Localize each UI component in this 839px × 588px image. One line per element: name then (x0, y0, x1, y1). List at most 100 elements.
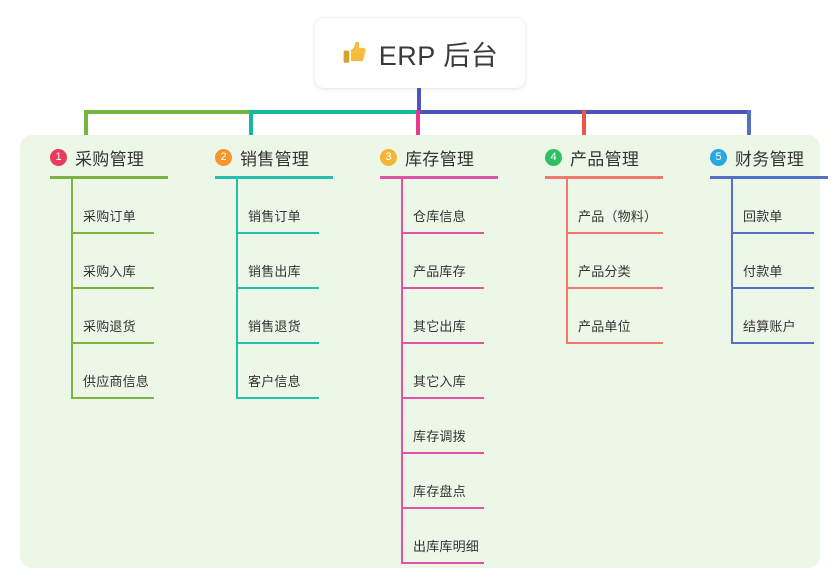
column-rule-1 (50, 176, 168, 179)
leaf-stack-3: 仓库信息产品库存其它出库其它入库库存调拨库存盘点出库库明细 (370, 179, 498, 564)
root-title: ERP 后台 (378, 40, 499, 71)
leaf-item[interactable]: 产品分类 (535, 234, 663, 289)
column-badge-5: 5 (710, 148, 727, 166)
column-badge-1: 1 (50, 148, 67, 166)
leaf-item-rule (401, 452, 484, 454)
column-4: 4 产品管理产品（物料） 产品分类产品单位 (535, 144, 663, 344)
leaf-item-label: 采购入库 (83, 264, 136, 279)
leaf-item-rule (401, 287, 484, 289)
leaf-item-rule (731, 342, 814, 344)
leaf-item-rule (236, 397, 319, 399)
leaf-spine-5 (731, 179, 733, 344)
leaf-item[interactable]: 产品库存 (370, 234, 498, 289)
leaf-item-label: 产品分类 (578, 264, 631, 279)
leaf-spine-2 (236, 179, 238, 399)
column-5: 5 财务管理回款单付款单结算账户 (700, 144, 828, 344)
leaf-item-rule (401, 507, 484, 509)
thumbs-up-icon (343, 41, 366, 63)
leaf-item-label: 出库库明细 (413, 539, 480, 554)
leaf-item[interactable]: 其它入库 (370, 344, 498, 399)
leaf-item-rule (401, 397, 484, 399)
leaf-item[interactable]: 采购退货 (40, 289, 168, 344)
leaf-spine-4 (566, 179, 568, 344)
column-header-5[interactable]: 5 财务管理 (700, 144, 828, 170)
leaf-item[interactable]: 销售订单 (205, 179, 333, 234)
leaf-item[interactable]: 产品单位 (535, 289, 663, 344)
column-header-3[interactable]: 3 库存管理 (370, 144, 498, 170)
leaf-item[interactable]: 采购订单 (40, 179, 168, 234)
leaf-spine-1 (71, 179, 73, 399)
leaf-item-rule (71, 397, 154, 399)
leaf-item-label: 库存调拨 (413, 429, 466, 444)
leaf-item[interactable]: 结算账户 (700, 289, 828, 344)
leaf-item[interactable]: 付款单 (700, 234, 828, 289)
leaf-item[interactable]: 库存盘点 (370, 454, 498, 509)
leaf-item-label: 产品（物料） (578, 209, 658, 224)
leaf-item-label: 采购退货 (83, 319, 136, 334)
column-title-3: 库存管理 (405, 149, 475, 169)
leaf-item-rule (566, 342, 663, 344)
leaf-spine-3 (401, 179, 403, 564)
leaf-item-label: 销售订单 (248, 209, 301, 224)
leaf-item-label: 仓库信息 (413, 209, 466, 224)
root-node-card[interactable]: ERP 后台 (315, 18, 525, 88)
column-header-4[interactable]: 4 产品管理 (535, 144, 663, 170)
leaf-item-rule (236, 287, 319, 289)
leaf-item-label: 结算账户 (743, 319, 796, 334)
leaf-stack-2: 销售订单销售出库销售退货客户信息 (205, 179, 333, 399)
leaf-item-rule (731, 287, 814, 289)
leaf-item-label: 供应商信息 (83, 374, 150, 389)
leaf-item-label: 销售退货 (248, 319, 301, 334)
column-badge-2: 2 (215, 148, 232, 166)
leaf-item[interactable]: 其它出库 (370, 289, 498, 344)
leaf-item[interactable]: 供应商信息 (40, 344, 168, 399)
leaf-item[interactable]: 产品（物料） (535, 179, 663, 234)
leaf-item-label: 产品库存 (413, 264, 466, 279)
column-rule-5 (710, 176, 828, 179)
leaf-item[interactable]: 回款单 (700, 179, 828, 234)
leaf-item-rule (236, 232, 319, 234)
column-rule-2 (215, 176, 333, 179)
leaf-item-label: 客户信息 (248, 374, 301, 389)
column-3: 3 库存管理仓库信息产品库存其它出库其它入库库存调拨库存盘点出库库明细 (370, 144, 498, 564)
leaf-item[interactable]: 销售出库 (205, 234, 333, 289)
column-title-1: 采购管理 (75, 149, 145, 169)
leaf-item-label: 销售出库 (248, 264, 301, 279)
column-title-5: 财务管理 (735, 149, 805, 169)
leaf-item-label: 回款单 (743, 209, 783, 224)
leaf-item[interactable]: 仓库信息 (370, 179, 498, 234)
leaf-item[interactable]: 客户信息 (205, 344, 333, 399)
leaf-item-rule (71, 232, 154, 234)
leaf-item-rule (401, 232, 484, 234)
leaf-item-rule (401, 342, 484, 344)
leaf-stack-5: 回款单付款单结算账户 (700, 179, 828, 344)
column-badge-4: 4 (545, 148, 562, 166)
leaf-item-rule (71, 342, 154, 344)
leaf-stack-4: 产品（物料） 产品分类产品单位 (535, 179, 663, 344)
diagram-panel (20, 135, 820, 568)
column-title-4: 产品管理 (570, 149, 640, 169)
leaf-item-rule (236, 342, 319, 344)
column-badge-3: 3 (380, 148, 397, 166)
leaf-item[interactable]: 库存调拨 (370, 399, 498, 454)
leaf-stack-1: 采购订单采购入库采购退货供应商信息 (40, 179, 168, 399)
leaf-item-rule (566, 287, 663, 289)
leaf-item[interactable]: 出库库明细 (370, 509, 498, 564)
column-header-2[interactable]: 2 销售管理 (205, 144, 333, 170)
leaf-item-rule (731, 232, 814, 234)
column-2: 2 销售管理销售订单销售出库销售退货客户信息 (205, 144, 333, 399)
leaf-item-rule (401, 562, 484, 564)
column-header-1[interactable]: 1 采购管理 (40, 144, 168, 170)
column-title-2: 销售管理 (240, 149, 310, 169)
column-rule-4 (545, 176, 663, 179)
leaf-item-label: 产品单位 (578, 319, 631, 334)
leaf-item[interactable]: 销售退货 (205, 289, 333, 344)
leaf-item-label: 其它出库 (413, 319, 466, 334)
leaf-item-label: 付款单 (743, 264, 783, 279)
leaf-item-label: 其它入库 (413, 374, 466, 389)
leaf-item-label: 库存盘点 (413, 484, 466, 499)
leaf-item-rule (566, 232, 663, 234)
leaf-item[interactable]: 采购入库 (40, 234, 168, 289)
leaf-item-label: 采购订单 (83, 209, 136, 224)
